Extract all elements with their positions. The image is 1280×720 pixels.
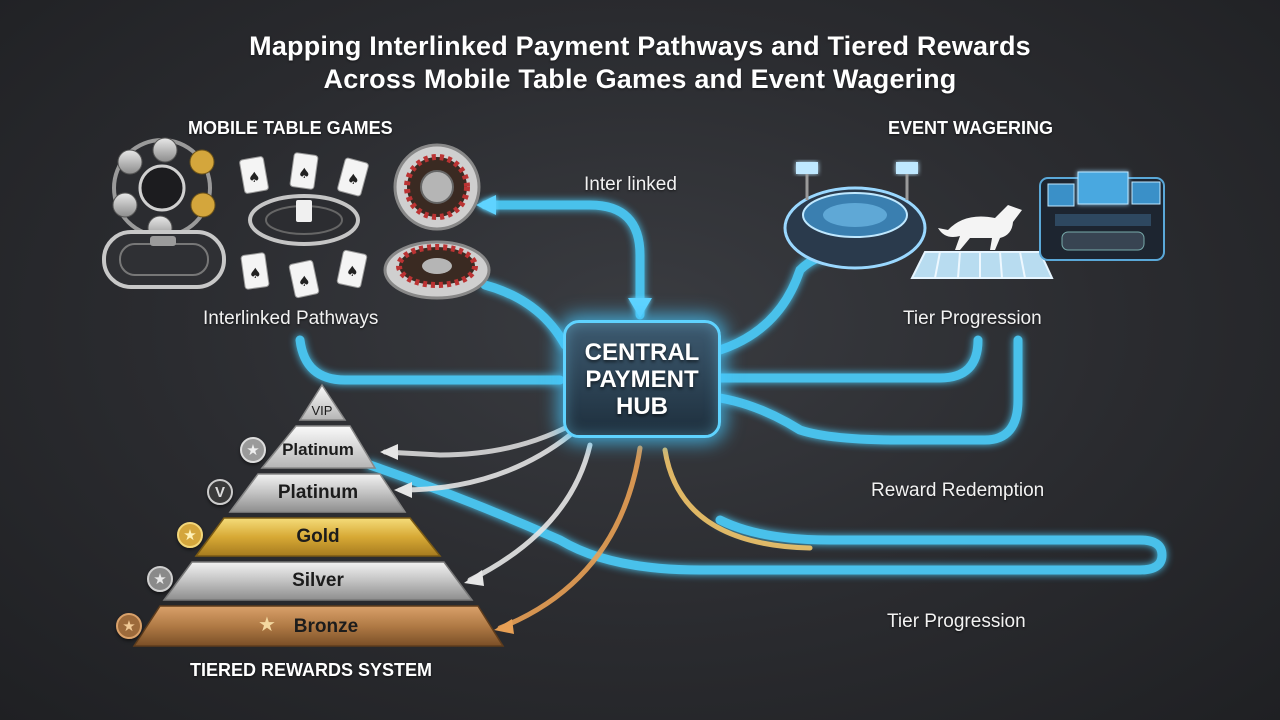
- path-to-bronze: [497, 445, 643, 631]
- bronze-star-icon: ★: [258, 614, 276, 636]
- tier-arrowheads: [380, 444, 514, 634]
- tier-platinum-1-shape: [260, 425, 377, 469]
- playing-cards: ♠ ♠ ♠ ♠ ♠ ♠: [239, 152, 369, 299]
- rewards-pyramid: [132, 383, 505, 647]
- control-room: [1039, 171, 1165, 261]
- silver-star-medal-icon: ★: [147, 566, 173, 592]
- svg-text:♠: ♠: [298, 274, 311, 290]
- tier-platinum-2-shape: [228, 473, 407, 513]
- central-payment-hub[interactable]: CENTRAL PAYMENT HUB: [563, 320, 721, 438]
- tier-bronze-shape: [132, 605, 505, 647]
- svg-text:♠: ♠: [298, 166, 311, 182]
- blackjack-table: [248, 194, 360, 246]
- svg-text:♠: ♠: [249, 266, 262, 282]
- poker-chip-cluster: [112, 137, 216, 241]
- label-inter-linked: Inter linked: [584, 174, 677, 195]
- arrowhead-bronze: [494, 619, 514, 634]
- platinum-v-medal-icon: V: [207, 479, 233, 505]
- tier-silver-label: Silver: [292, 570, 344, 591]
- tier-platinum-1-label: Platinum: [282, 440, 354, 459]
- path-tier-progression-a: [715, 335, 983, 383]
- path-stadium: [715, 250, 840, 355]
- path-gold-right: [662, 447, 813, 551]
- stadium: [783, 162, 927, 270]
- path-to-silver: [467, 442, 593, 583]
- label-reward-redemption: Reward Redemption: [871, 480, 1045, 501]
- platinum-star-medal-icon: ★: [240, 437, 266, 463]
- label-interlinked-pathways: Interlinked Pathways: [203, 308, 379, 329]
- path-interlinked-left: [295, 335, 565, 385]
- arrowhead-platinum-1: [380, 444, 398, 460]
- roulette-wheel-top: [393, 143, 481, 231]
- tier-bronze-label: Bronze: [293, 616, 359, 637]
- tier-platinum-2-label: Platinum: [277, 482, 359, 503]
- diagram-title: Mapping Interlinked Payment Pathways and…: [0, 30, 1280, 96]
- svg-text:♠: ♠: [248, 170, 261, 186]
- path-to-platinum-2: [397, 432, 573, 493]
- svg-text:♠: ♠: [346, 264, 359, 280]
- poker-table: [102, 230, 226, 289]
- gold-star-medal-icon: ★: [177, 522, 203, 548]
- tier-vip-shape: [298, 383, 347, 421]
- title-line-1: Mapping Interlinked Payment Pathways and…: [249, 31, 1031, 61]
- path-roulette-hub: [480, 280, 570, 350]
- svg-text:♠: ♠: [347, 172, 360, 188]
- arrowhead-silver: [464, 570, 484, 586]
- label-tier-progression-bottom: Tier Progression: [887, 611, 1026, 632]
- label-tier-progression-top: Tier Progression: [903, 308, 1042, 329]
- arrow-to-roulette: [476, 195, 496, 215]
- path-tier-progression-b: [715, 335, 1023, 445]
- roulette-wheel-bottom: [383, 240, 491, 300]
- arrowhead-platinum-2: [394, 482, 412, 498]
- arrow-into-hub: [628, 298, 652, 318]
- path-interlinked-top: [480, 200, 645, 320]
- section-tiered-rewards-system: TIERED REWARDS SYSTEM: [190, 660, 433, 680]
- hub-label: CENTRAL PAYMENT HUB: [584, 338, 700, 420]
- horse-racing-track: [910, 205, 1054, 279]
- tier-silver-shape: [162, 561, 474, 601]
- section-mobile-table-games: MOBILE TABLE GAMES: [188, 118, 393, 138]
- tier-gold-shape: [194, 517, 442, 557]
- tier-gold-label: Gold: [296, 526, 340, 547]
- title-line-2: Across Mobile Table Games and Event Wage…: [323, 64, 957, 94]
- path-reward-loop: [365, 460, 1167, 575]
- section-event-wagering: EVENT WAGERING: [888, 118, 1054, 138]
- tier-vip-label: VIP: [311, 403, 333, 418]
- bronze-star-medal-icon: ★: [116, 613, 142, 639]
- tier-pathways: [382, 417, 813, 631]
